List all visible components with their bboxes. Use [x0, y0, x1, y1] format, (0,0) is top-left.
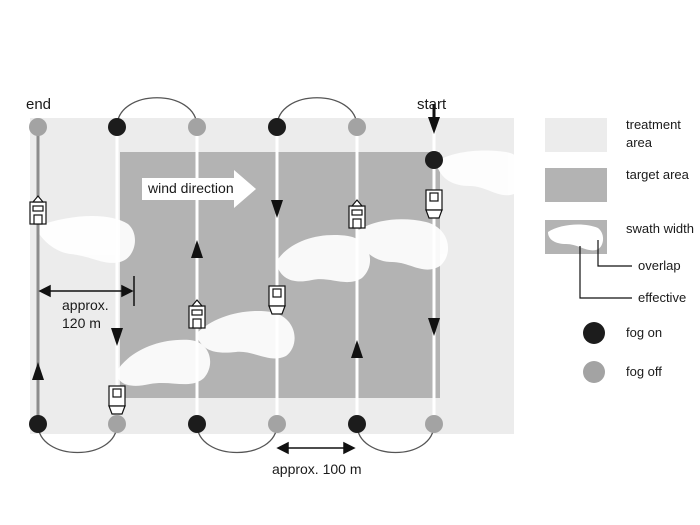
legend-target-swatch	[545, 168, 607, 202]
fog-markers	[29, 118, 443, 433]
legend-swath-label: swath width	[626, 221, 694, 236]
plume	[116, 339, 211, 386]
vehicle-icon	[348, 199, 366, 229]
approx-100-label: approx. 100 m	[272, 461, 362, 477]
fog-off-marker	[188, 118, 206, 136]
fog-off-marker	[425, 415, 443, 433]
arrow-up-icon	[351, 340, 363, 358]
arrow-up-icon	[191, 240, 203, 258]
fog-on-marker	[348, 415, 366, 433]
direction-arrows	[32, 104, 440, 380]
vehicle-icon	[29, 195, 47, 225]
arrow-up-icon	[32, 362, 44, 380]
approx-120-label-line1: approx.	[62, 297, 109, 313]
fog-on-marker	[425, 151, 443, 169]
wind-direction-label: wind direction	[148, 180, 234, 196]
vehicle-icon	[188, 299, 206, 329]
fog-on-marker	[29, 415, 47, 433]
fog-on-marker	[188, 415, 206, 433]
legend-effective-label: effective	[638, 290, 687, 305]
arrow-down-icon	[271, 200, 283, 218]
legend-treatment-label-line1: treatment	[626, 117, 681, 132]
fog-on-marker	[268, 118, 286, 136]
plume	[356, 219, 449, 270]
legend-fog-off-label: fog off	[626, 364, 662, 379]
fog-off-marker	[268, 415, 286, 433]
vehicle-icon	[268, 285, 286, 315]
legend-leader-lines	[579, 240, 632, 299]
drift-plumes	[38, 150, 527, 386]
overlap-leader	[597, 240, 632, 267]
fog-off-marker	[29, 118, 47, 136]
vehicle-icon	[108, 385, 126, 415]
plume	[436, 150, 527, 196]
legend-swath-swatch	[545, 220, 607, 254]
turn-arc-bottom	[196, 423, 278, 453]
plume	[276, 235, 371, 283]
vehicle-icon	[425, 189, 443, 219]
arrow-down-icon	[428, 117, 440, 134]
start-label: start	[417, 96, 447, 113]
legend-treatment-swatch	[545, 118, 607, 152]
legend-fog-on-icon	[583, 322, 605, 344]
effective-leader	[579, 246, 632, 299]
fog-on-marker	[108, 118, 126, 136]
plume	[196, 310, 295, 359]
spray-lanes	[115, 127, 436, 424]
sprayer-vehicles	[29, 189, 443, 415]
arrow-down-icon	[111, 328, 123, 346]
arrow-down-icon	[428, 318, 440, 336]
dimension-120m	[38, 276, 135, 306]
wind-direction-arrow	[142, 170, 256, 208]
fog-off-marker	[348, 118, 366, 136]
legend-fog-on-label: fog on	[626, 325, 663, 340]
plume	[38, 215, 135, 263]
legend-target-label: target area	[626, 167, 689, 182]
legend-overlap-label: overlap	[638, 258, 681, 273]
end-label: end	[26, 96, 52, 113]
turn-arc-bottom	[356, 423, 435, 453]
legend-fog-off-icon	[583, 361, 605, 383]
turn-arc-top	[116, 97, 198, 128]
turning-arcs	[37, 97, 435, 453]
fog-off-marker	[108, 415, 126, 433]
dimension-100m	[276, 441, 356, 455]
legend-treatment-label-line2: area	[626, 135, 653, 150]
turn-arc-bottom	[37, 423, 118, 453]
approx-120-label-line2: 120 m	[62, 315, 101, 331]
turn-arc-top	[276, 97, 358, 128]
arrow-shaft	[432, 104, 436, 118]
